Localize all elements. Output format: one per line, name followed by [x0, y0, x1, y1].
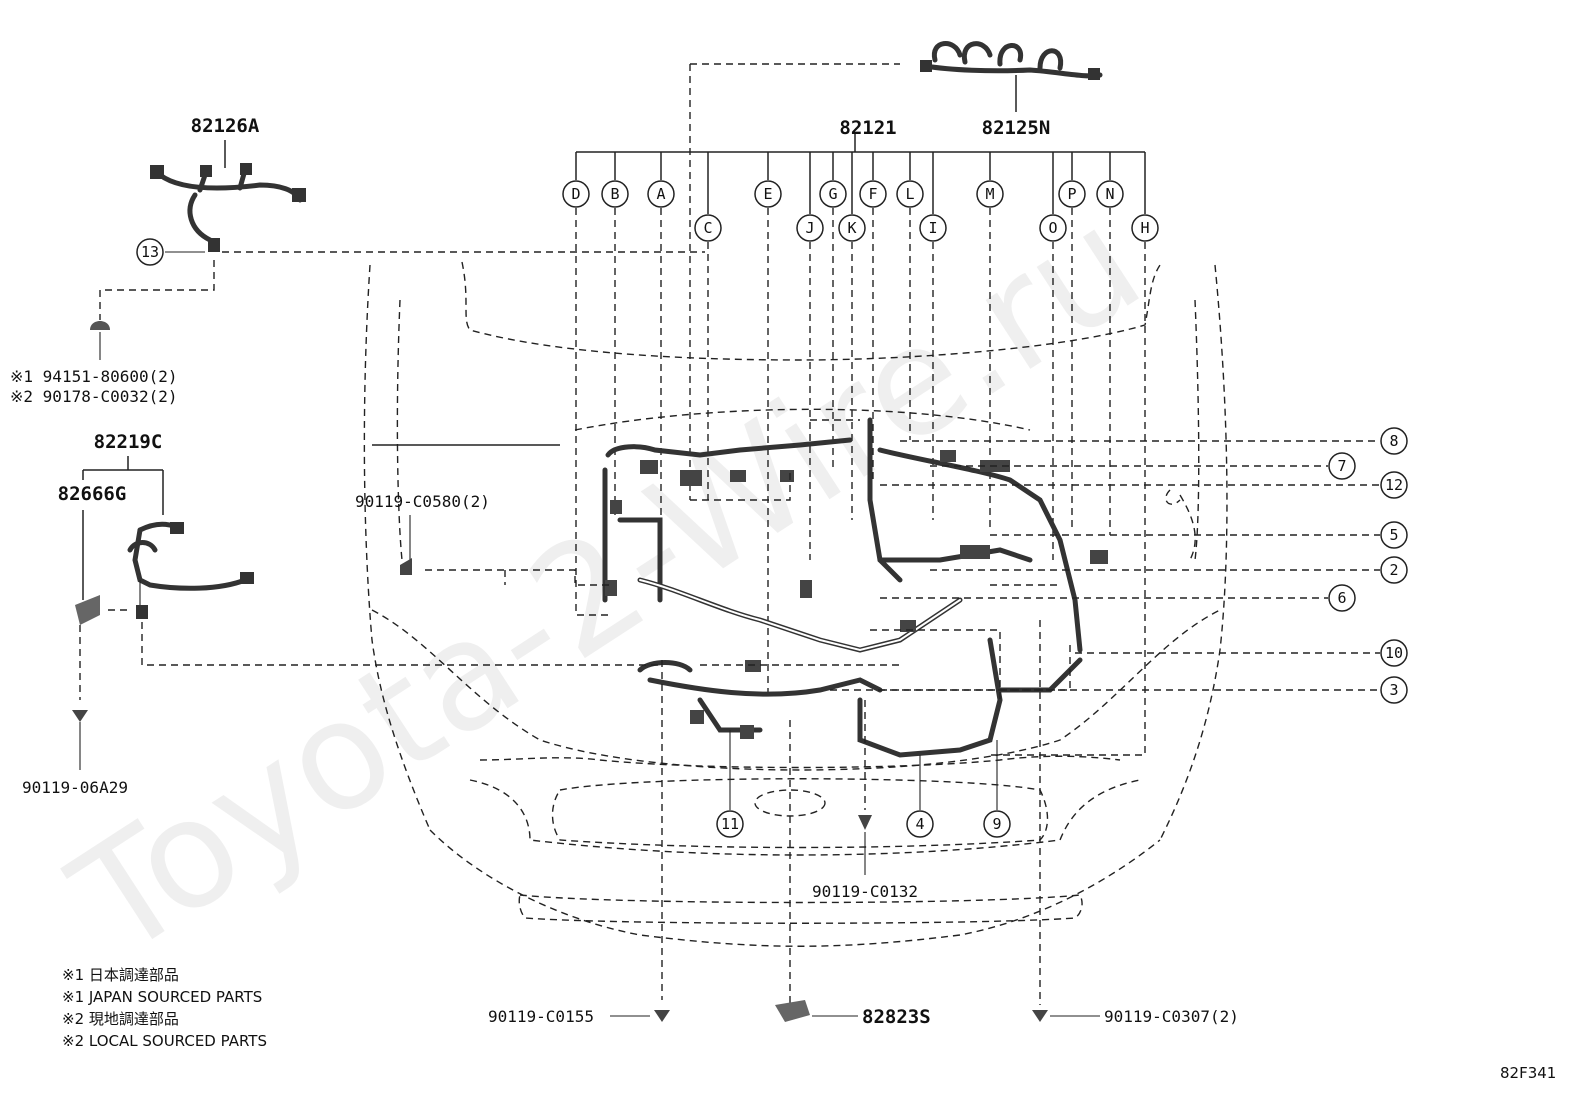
svg-text:N: N — [1105, 185, 1114, 203]
number-callouts-right: 8 7 12 5 2 6 10 3 — [830, 427, 1408, 704]
callout-F: F — [859, 180, 887, 208]
svg-text:90119-C0132: 90119-C0132 — [812, 882, 918, 901]
part-82219C-label: 82219C — [94, 431, 163, 453]
svg-text:90119-C0580(2): 90119-C0580(2) — [355, 492, 490, 511]
number-callouts-bottom: 11 4 9 — [716, 730, 1011, 838]
part-90119-06A29-label: 90119-06A29 — [22, 778, 128, 797]
clip-icon — [90, 321, 110, 330]
callout-2: 2 — [1380, 556, 1408, 584]
bolt-90119-C0132: 90119-C0132 — [812, 700, 918, 901]
svg-text:※2 LOCAL SOURCED PARTS: ※2 LOCAL SOURCED PARTS — [62, 1032, 267, 1050]
callout-A: A — [647, 180, 675, 208]
svg-text:※2 現地調達部品: ※2 現地調達部品 — [62, 1010, 179, 1028]
callout-B: B — [601, 180, 629, 208]
svg-text:※1 JAPAN SOURCED PARTS: ※1 JAPAN SOURCED PARTS — [62, 988, 262, 1006]
svg-text:C: C — [703, 219, 712, 237]
svg-text:2: 2 — [1389, 561, 1398, 579]
callout-D: D — [562, 180, 590, 208]
svg-text:H: H — [1140, 219, 1149, 237]
callout-10: 10 — [1380, 639, 1408, 667]
notes: ※1 日本調達部品 ※1 JAPAN SOURCED PARTS ※2 現地調達… — [62, 966, 267, 1050]
svg-text:B: B — [610, 185, 619, 203]
callout-E: E — [754, 180, 782, 208]
callout-5: 5 — [1380, 521, 1408, 549]
letter-leader-lines — [575, 63, 1146, 756]
bolt-90119-C0580: 90119-C0580(2) — [355, 444, 612, 586]
callout-O: O — [1039, 214, 1067, 242]
svg-text:P: P — [1067, 185, 1076, 203]
svg-text:7: 7 — [1337, 457, 1346, 475]
svg-text:13: 13 — [141, 243, 159, 261]
svg-text:E: E — [763, 185, 772, 203]
svg-text:A: A — [656, 185, 665, 203]
callout-C: C — [694, 214, 722, 242]
callout-4: 4 — [906, 810, 934, 838]
svg-text:3: 3 — [1389, 681, 1398, 699]
svg-text:90119-C0307(2): 90119-C0307(2) — [1104, 1007, 1239, 1026]
callout-11: 11 — [716, 810, 744, 838]
part-82125N-label: 82125N — [982, 117, 1051, 139]
callout-M: M — [976, 180, 1004, 208]
svg-text:11: 11 — [721, 815, 739, 833]
part-90178-label: ※2 90178-C0032(2) — [10, 387, 178, 406]
harness-82125N: 82125N — [920, 41, 1103, 139]
callout-12: 12 — [1380, 471, 1408, 499]
clip-82823S: 82823S — [775, 720, 931, 1028]
svg-text:D: D — [571, 185, 580, 203]
callout-8: 8 — [1380, 427, 1408, 455]
part-82126A-label: 82126A — [191, 115, 260, 137]
svg-text:10: 10 — [1385, 644, 1403, 662]
callout-7: 7 — [1328, 452, 1356, 480]
callout-H: H — [1131, 214, 1159, 242]
svg-text:90119-C0155: 90119-C0155 — [488, 1007, 594, 1026]
svg-text:※1 日本調達部品: ※1 日本調達部品 — [62, 966, 179, 984]
callout-G: G — [819, 180, 847, 208]
svg-text:6: 6 — [1337, 589, 1346, 607]
callout-N: N — [1096, 180, 1124, 208]
callout-6: 6 — [1328, 584, 1356, 612]
svg-text:F: F — [868, 185, 877, 203]
part-82121-label: 82121 — [839, 117, 896, 139]
callout-J: J — [796, 214, 824, 242]
svg-text:82823S: 82823S — [862, 1006, 931, 1028]
bolt-icon — [72, 710, 88, 722]
svg-text:K: K — [847, 219, 856, 237]
part-94151-label: ※1 94151-80600(2) — [10, 367, 178, 386]
svg-text:J: J — [805, 219, 814, 237]
callout-L: L — [896, 180, 924, 208]
callout-3: 3 — [1380, 676, 1408, 704]
svg-text:8: 8 — [1389, 432, 1398, 450]
letter-callouts: D B A C E J G K F L I M O P N H — [562, 180, 1159, 242]
callout-bracket-82121 — [575, 134, 1146, 214]
svg-text:I: I — [928, 219, 937, 237]
svg-text:12: 12 — [1385, 476, 1403, 494]
bolt-90119-C0307: 90119-C0307(2) — [1032, 620, 1239, 1026]
svg-text:G: G — [828, 185, 837, 203]
svg-text:M: M — [985, 185, 994, 203]
bolt-90119-C0155: 90119-C0155 — [488, 660, 670, 1026]
svg-text:O: O — [1048, 219, 1057, 237]
harness-82126A: 82126A 13 ※1 94151-80600(2) ※2 90178-C00… — [10, 115, 705, 406]
callout-P: P — [1058, 180, 1086, 208]
bolt-icon — [400, 558, 412, 575]
callout-9: 9 — [983, 810, 1011, 838]
engine-wire-harness — [602, 417, 1108, 758]
harness-82219C: 82219C 82666G 90119-06A29 — [22, 431, 662, 797]
part-82666G-label: 82666G — [58, 483, 127, 505]
callout-I: I — [919, 214, 947, 242]
figure-code: 82F341 — [1500, 1064, 1556, 1082]
callout-K: K — [838, 214, 866, 242]
vehicle-body-outline — [363, 261, 1228, 947]
svg-text:5: 5 — [1389, 526, 1398, 544]
callout-13 — [136, 238, 164, 266]
svg-text:L: L — [905, 185, 914, 203]
svg-text:9: 9 — [992, 815, 1001, 833]
svg-text:4: 4 — [915, 815, 924, 833]
